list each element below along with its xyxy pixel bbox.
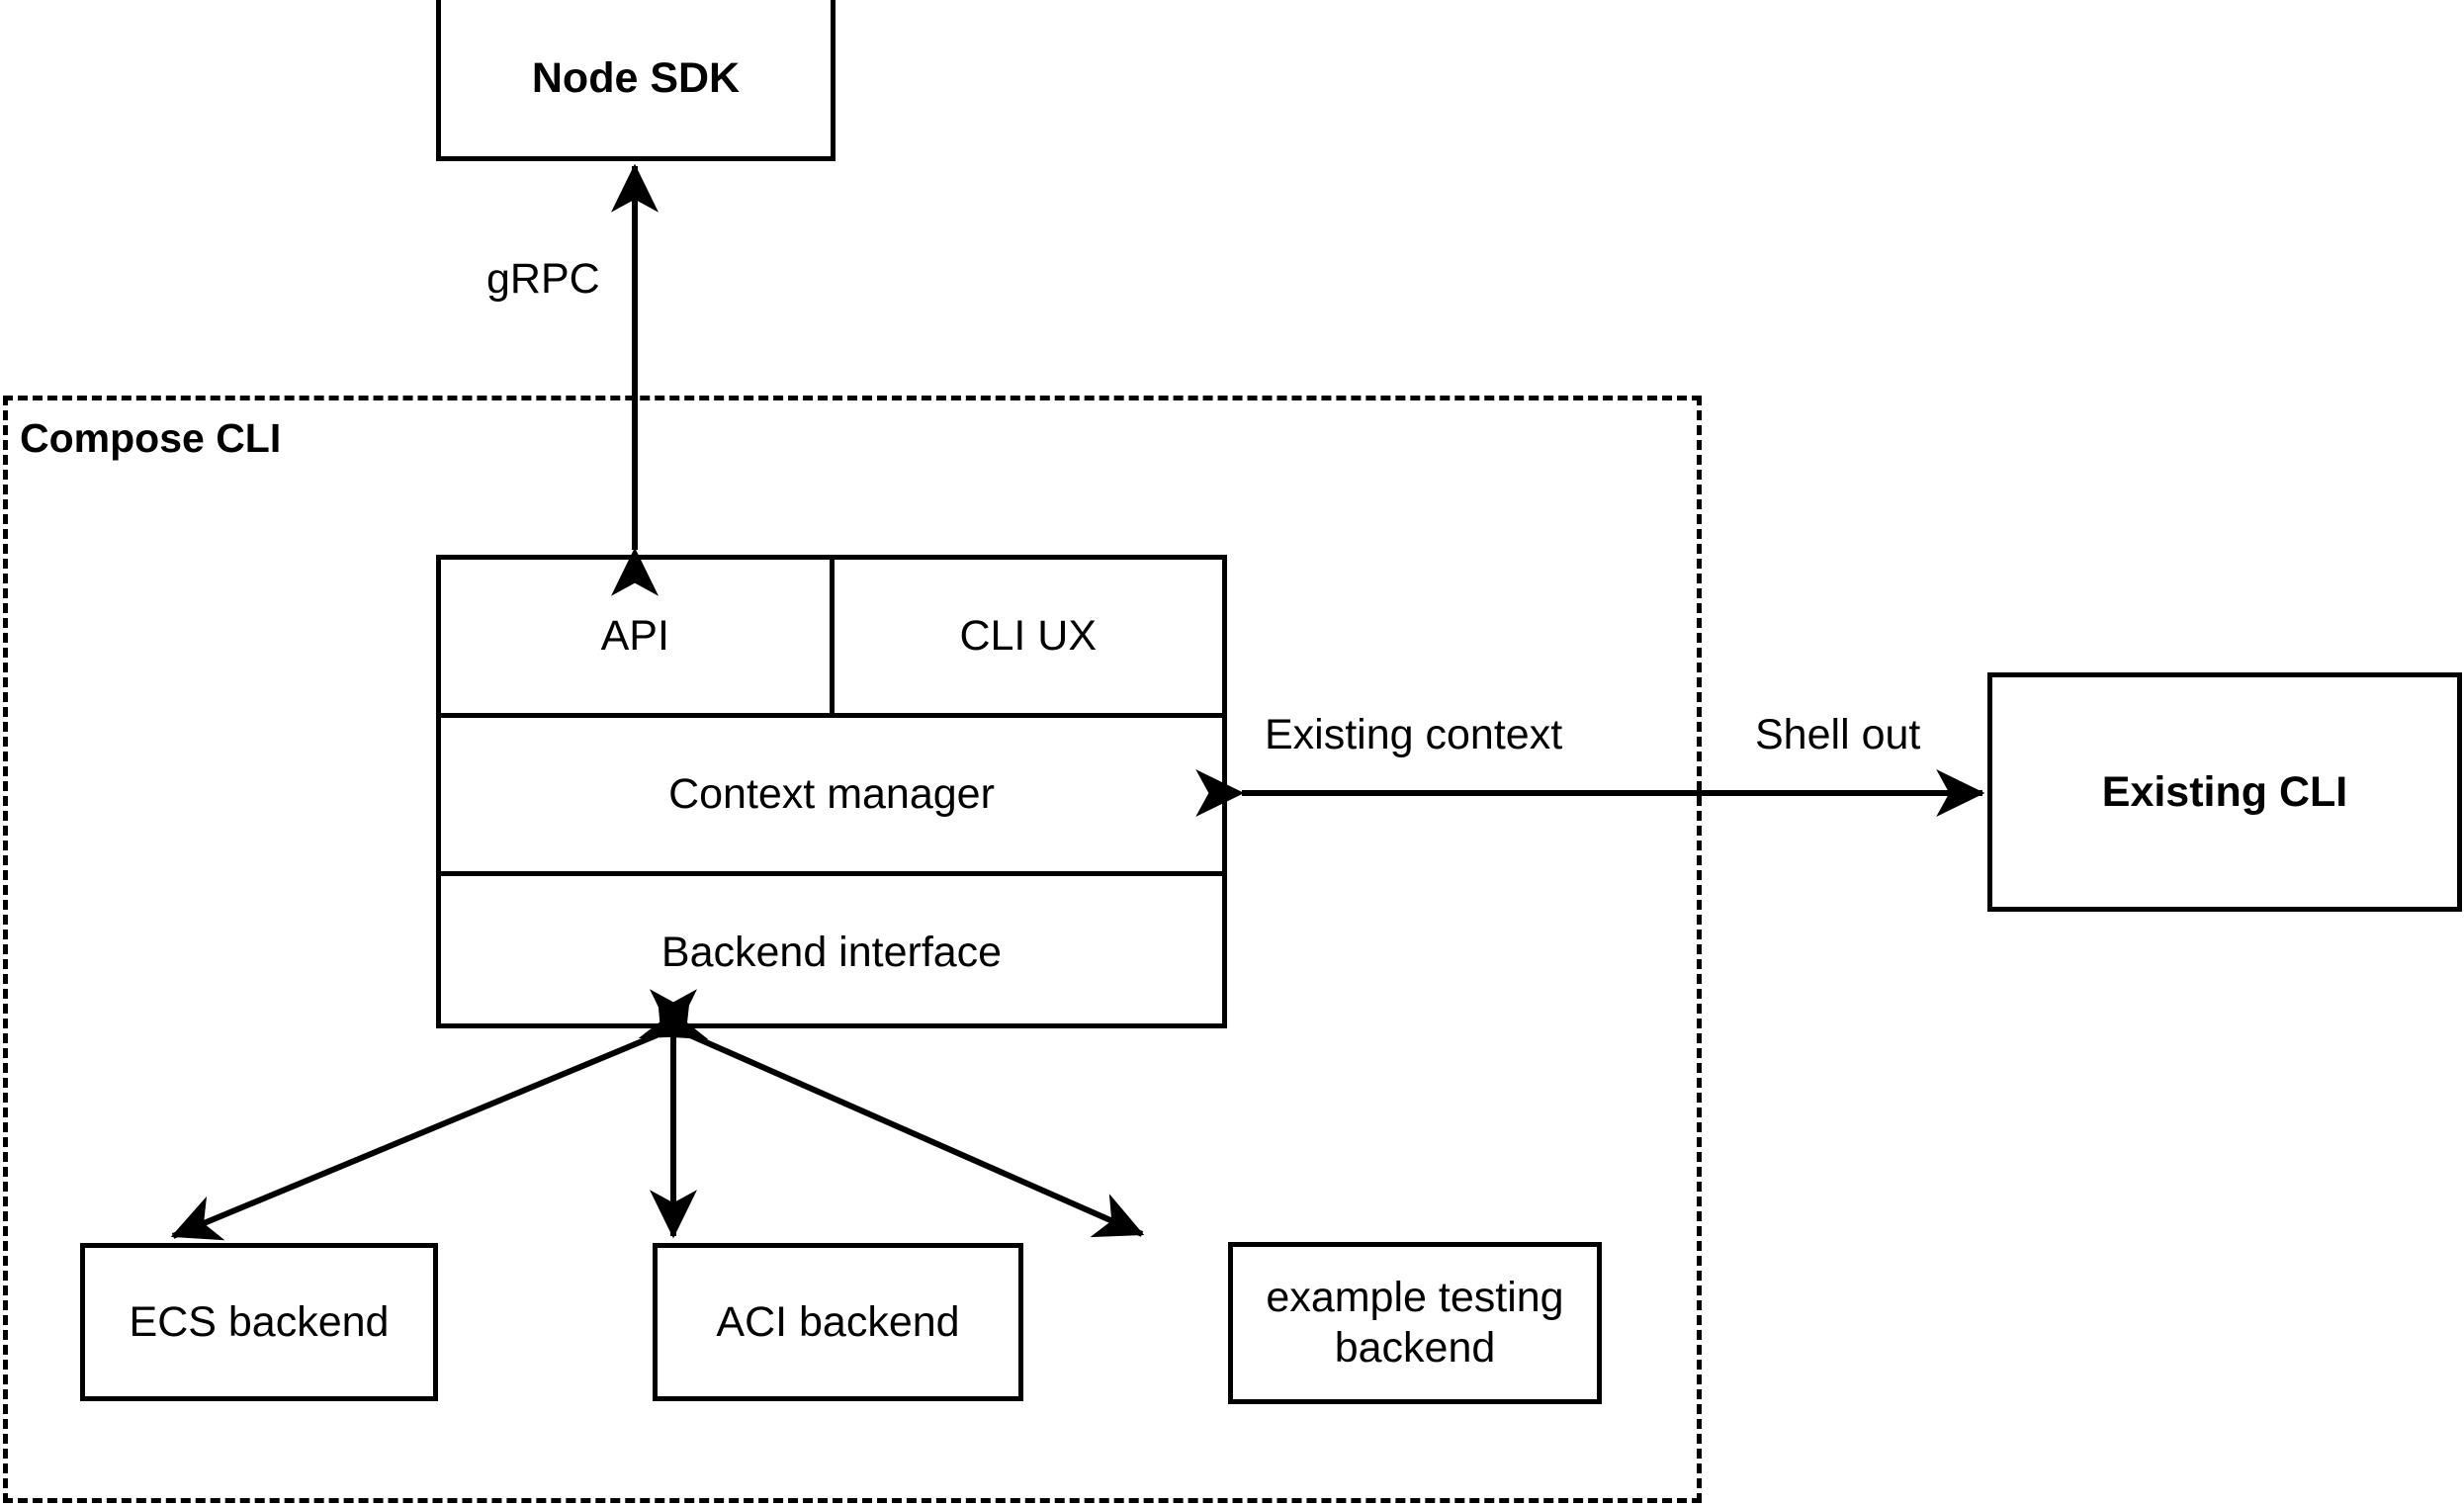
- existing-context-edge-label: Existing context: [1265, 711, 1563, 758]
- compose-cli-group-label: Compose CLI: [20, 415, 282, 461]
- aci-backend-label: ACI backend: [716, 1297, 960, 1346]
- ecs-backend-label: ECS backend: [129, 1297, 390, 1346]
- ecs-backend-box[interactable]: ECS backend: [80, 1243, 438, 1401]
- existing-cli-label: Existing CLI: [2101, 767, 2348, 816]
- grpc-edge-label: gRPC: [486, 255, 600, 303]
- context-manager-cell[interactable]: Context manager: [668, 770, 995, 818]
- stack-row-backend-interface: Backend interface: [441, 876, 1222, 1028]
- stack-row-context-manager: Context manager: [441, 718, 1222, 876]
- backend-to-ecs-arrow: [170, 995, 709, 1241]
- backend-to-example-arrow: [638, 995, 1145, 1238]
- example-testing-backend-label: example testing backend: [1266, 1274, 1564, 1372]
- node-sdk-label: Node SDK: [531, 53, 741, 102]
- node-sdk-box[interactable]: Node SDK: [436, 0, 836, 161]
- backend-interface-cell[interactable]: Backend interface: [660, 928, 1003, 976]
- compose-cli-stack: API CLI UX Context manager Backend inter…: [436, 555, 1227, 1028]
- example-testing-backend-box[interactable]: example testing backend: [1228, 1242, 1602, 1404]
- compose-cli-group: [3, 396, 1702, 1503]
- aci-backend-box[interactable]: ACI backend: [653, 1243, 1023, 1401]
- existing-cli-box[interactable]: Existing CLI: [1987, 672, 2462, 912]
- stack-row-api-cliux: API CLI UX: [441, 560, 1222, 718]
- cli-ux-cell[interactable]: CLI UX: [959, 612, 1098, 660]
- api-cell[interactable]: API: [441, 560, 835, 713]
- shell-out-edge-label: Shell out: [1755, 711, 1921, 758]
